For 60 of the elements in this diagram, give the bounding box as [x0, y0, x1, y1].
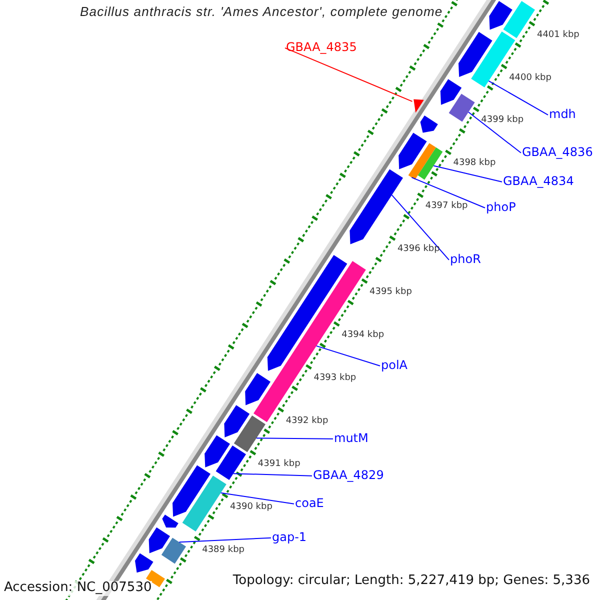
leader-line [316, 345, 380, 366]
gene-label: coaE [295, 497, 324, 511]
gene-block [408, 143, 436, 180]
gene-label: GBAA_4835 [286, 41, 357, 55]
scale-label: 4393 kbp [314, 372, 356, 384]
gene-block [234, 416, 266, 452]
leader-line [391, 194, 450, 260]
gene-label: polA [381, 359, 408, 373]
gene-block [350, 169, 403, 244]
gene-label: GBAA_4834 [503, 175, 574, 189]
genome-info-text: Topology: circular; Length: 5,227,419 bp; Genes: 5,336 [232, 574, 590, 589]
gene-label: gap-1 [272, 531, 307, 545]
gene-block [161, 538, 186, 564]
leader-line [232, 473, 312, 476]
scale-label: 4401 kbp [536, 30, 580, 40]
gene-label: GBAA_4829 [313, 469, 384, 483]
gene-block [182, 476, 226, 532]
scale-label: 4397 kbp [425, 201, 468, 212]
leader-line [178, 537, 272, 543]
scale-label: 4398 kbp [453, 158, 496, 169]
gene-block [216, 446, 246, 480]
scale-label: 4394 kbp [342, 330, 384, 340]
gene-block [135, 553, 154, 573]
gene-block [418, 147, 443, 180]
accession-text: Accession: NC_007530 [4, 581, 152, 596]
gene-block [148, 527, 170, 554]
leader-line [284, 47, 413, 102]
title: Bacillus anthracis str. 'Ames Ancestor', complete genome [80, 5, 443, 20]
gene-block [503, 1, 535, 38]
scale-label: 4391 kbp [258, 458, 300, 470]
leader-line [220, 492, 294, 504]
gene-block [398, 132, 427, 170]
leader-line [411, 176, 486, 208]
scale-label: 4399 kbp [481, 115, 524, 126]
gene-label: mutM [334, 432, 368, 446]
gene-label: phoR [450, 253, 481, 267]
gene-block [245, 373, 270, 406]
gene-block [204, 435, 230, 468]
gene-label: phoP [486, 201, 516, 215]
leader-line [433, 165, 502, 182]
leader-line [488, 80, 548, 116]
scale-label: 4389 kbp [202, 544, 245, 555]
gene-block [420, 116, 438, 133]
gene-block [458, 32, 492, 77]
scale-label: 4390 kbp [230, 502, 272, 512]
scale-label: 4396 kbp [397, 244, 440, 254]
feature-marker [414, 99, 424, 113]
leader-line [468, 112, 522, 154]
gene-label: GBAA_4836 [522, 146, 593, 160]
scale-label: 4395 kbp [370, 287, 412, 298]
gene-block [440, 79, 462, 105]
gene-block [172, 465, 210, 517]
gene-label: mdh [549, 108, 576, 122]
scale-label: 4392 kbp [286, 416, 328, 426]
leader-line [256, 438, 334, 440]
gene-block [489, 1, 512, 30]
gene-block [448, 94, 475, 122]
scale-label: 4400 kbp [509, 72, 552, 83]
gene-block [162, 514, 178, 528]
gene-block [224, 405, 250, 438]
